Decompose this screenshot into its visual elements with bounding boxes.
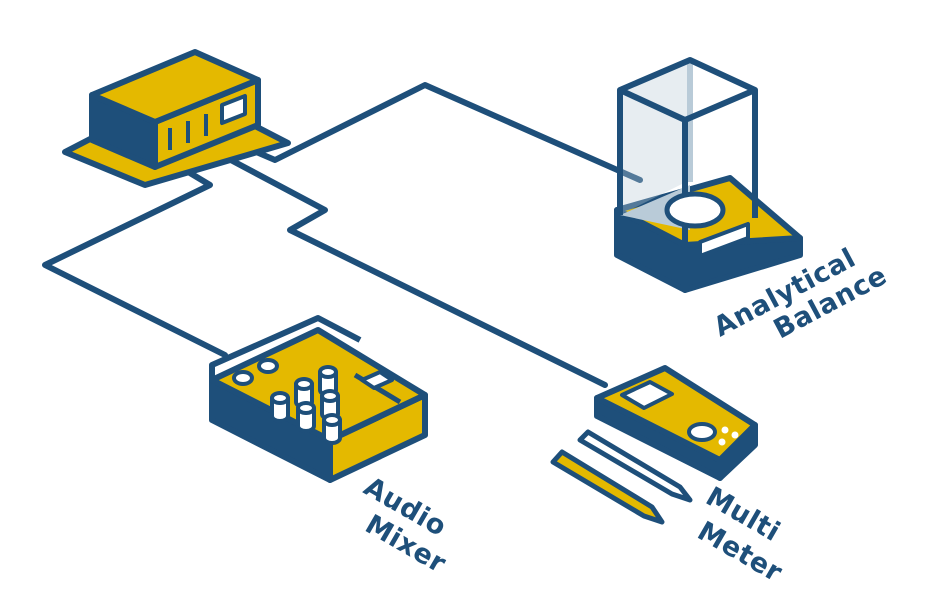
meter-buttons	[718, 426, 739, 446]
wire-hub-to-balance	[237, 82, 643, 183]
meter-dial	[687, 422, 717, 442]
meter-probe-yellow	[550, 449, 665, 525]
hub-top-face	[89, 49, 261, 125]
label-audio-mixer: Audio Mixer	[359, 471, 452, 579]
mixer-back-rim	[209, 315, 362, 380]
mixer-fader	[353, 370, 402, 405]
audio-mixer-icon	[209, 315, 428, 483]
meter-display	[620, 380, 674, 410]
meter-probe-white	[577, 429, 693, 503]
balance-pan	[664, 191, 726, 229]
balance-glass-top-edge	[618, 87, 687, 123]
wire-hub-to-meter	[209, 147, 608, 388]
mixer-knobs	[270, 365, 342, 445]
balance-display	[698, 222, 750, 258]
mixer-jacks	[232, 358, 279, 386]
multimeter-icon	[550, 365, 758, 525]
label-multi-meter: Multi Meter	[692, 481, 788, 588]
network-hub-icon	[62, 49, 291, 188]
analytical-balance-icon	[614, 57, 803, 293]
wire-hub-to-mixer	[42, 167, 228, 358]
hub-ports	[168, 94, 247, 150]
meter-body-right	[717, 422, 758, 481]
balance-glass-frame	[617, 57, 758, 218]
balance-glass-top-edge2	[683, 87, 757, 123]
